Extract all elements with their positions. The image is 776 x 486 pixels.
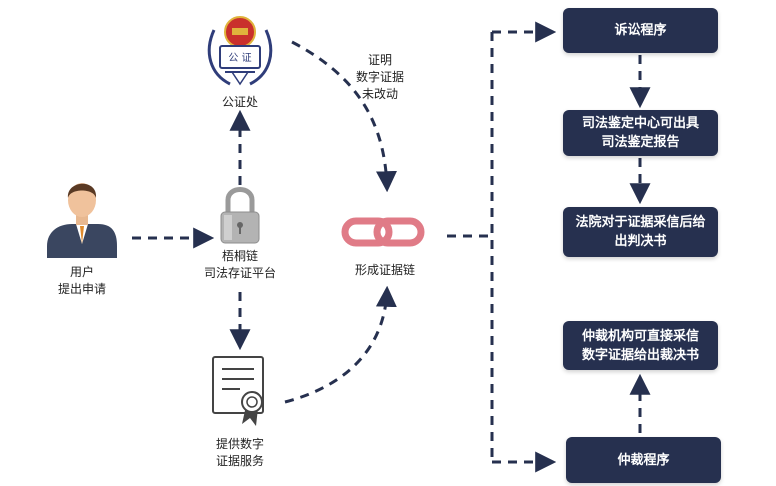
litigation-box: 诉讼程序 (563, 8, 718, 53)
notary-emblem-icon: 公 证 (207, 16, 273, 86)
arrow-service-to-chain (284, 285, 397, 404)
court-box: 法院对于证据采信后给 出判决书 (563, 207, 718, 257)
certificate-icon (212, 356, 264, 426)
arrow-notary-to-chain (291, 40, 397, 193)
platform-label: 梧桐链 司法存证平台 (203, 249, 276, 280)
notary-emblem-text: 公 证 (228, 52, 251, 64)
evidence-chain-label: 形成证据链 (354, 263, 415, 277)
appraisal-box: 司法鉴定中心可出具 司法鉴定报告 (563, 110, 718, 156)
proof-note: 证明 数字证据 未改动 (355, 53, 404, 101)
notary-label: 公证处 (221, 95, 258, 109)
chain-link-icon (341, 217, 425, 247)
user-label: 用户 提出申请 (57, 265, 106, 296)
arbitration-box: 仲裁程序 (566, 437, 721, 483)
service-label: 提供数字 证据服务 (215, 437, 264, 468)
arbitration-verdict-box: 仲裁机构可直接采信 数字证据给出裁决书 (563, 321, 718, 370)
padlock-icon (220, 187, 260, 244)
user-avatar-icon (47, 183, 117, 258)
